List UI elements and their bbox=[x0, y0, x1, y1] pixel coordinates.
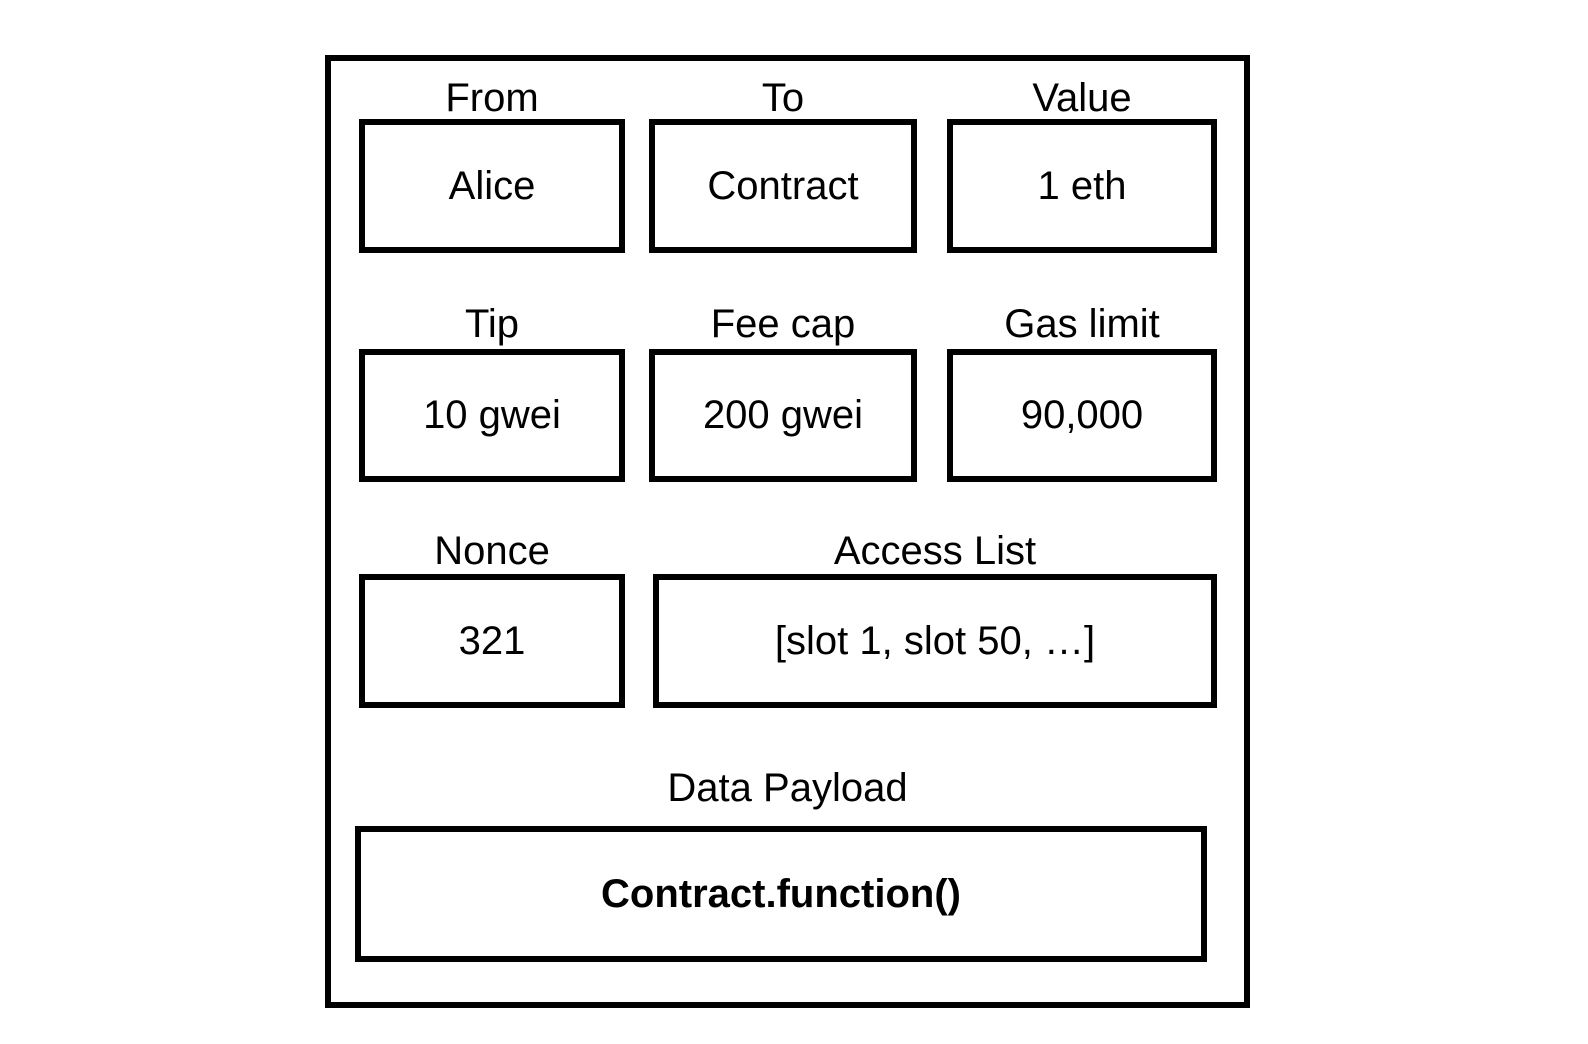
access-list-value: [slot 1, slot 50, …] bbox=[774, 618, 1096, 663]
access-list-label: Access List bbox=[833, 529, 1037, 573]
value-label: Value bbox=[1032, 76, 1132, 120]
tip-value-box: 10 gwei bbox=[359, 349, 625, 482]
to-label: To bbox=[761, 76, 805, 120]
fee-cap-value: 200 gwei bbox=[702, 393, 864, 437]
gas-limit-value-box: 90,000 bbox=[947, 349, 1217, 482]
tip-value: 10 gwei bbox=[423, 393, 561, 437]
from-value-box: Alice bbox=[359, 119, 625, 253]
data-payload-label: Data Payload bbox=[667, 766, 908, 810]
from-label: From bbox=[445, 76, 539, 120]
nonce-value-box: 321 bbox=[359, 574, 625, 708]
access-list-value-box: [slot 1, slot 50, …] bbox=[653, 574, 1217, 708]
tip-label: Tip bbox=[464, 302, 520, 346]
fee-cap-label: Fee cap bbox=[710, 302, 856, 346]
value-value: 1 eth bbox=[1037, 163, 1127, 208]
from-value: Alice bbox=[448, 163, 536, 208]
to-value: Contract bbox=[707, 163, 859, 208]
data-payload-value-box: Contract.function() bbox=[355, 826, 1207, 962]
nonce-value: 321 bbox=[458, 618, 526, 663]
data-payload-value: Contract.function() bbox=[601, 871, 961, 916]
transaction-outer-box: From Alice To Contract Value 1 eth Tip 1… bbox=[325, 55, 1250, 1008]
gas-limit-value: 90,000 bbox=[1020, 393, 1144, 437]
to-value-box: Contract bbox=[649, 119, 917, 253]
gas-limit-label: Gas limit bbox=[1004, 302, 1160, 346]
fee-cap-value-box: 200 gwei bbox=[649, 349, 917, 482]
nonce-label: Nonce bbox=[434, 529, 550, 573]
value-value-box: 1 eth bbox=[947, 119, 1217, 253]
